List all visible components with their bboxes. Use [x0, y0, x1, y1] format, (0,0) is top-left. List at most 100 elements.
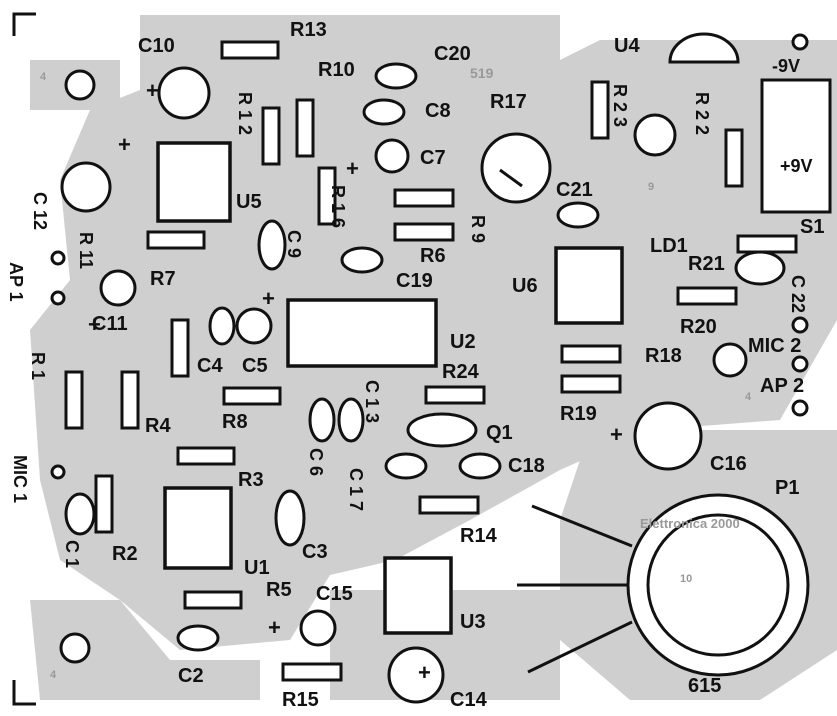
capacitor-c21	[556, 201, 600, 229]
label-u4: U4	[614, 35, 640, 57]
capacitor-c13	[337, 397, 365, 443]
capacitor-c5	[235, 307, 273, 345]
label-p1: P1	[775, 477, 799, 499]
polarity-c15: +	[268, 615, 281, 640]
capacitor-c2	[176, 624, 220, 652]
capacitor-c10	[157, 66, 211, 120]
corner-mark-top-left	[12, 12, 36, 36]
label-board-code: 615	[688, 675, 721, 697]
capacitor-c9	[257, 219, 287, 271]
label-r9: R 9	[468, 215, 488, 243]
label-c13: C 1 3	[362, 380, 382, 423]
board-marker-num-3: 10	[680, 573, 692, 585]
capacitor-c7	[374, 138, 410, 174]
resistor-r20	[676, 286, 738, 306]
label-r1: R 1	[28, 352, 48, 380]
resistor-r18	[560, 344, 622, 364]
label-mic2: MIC 2	[748, 335, 801, 357]
polarity-c5: +	[262, 286, 275, 311]
pad-mic2-a	[791, 316, 809, 334]
label-r2: R2	[112, 543, 138, 565]
led-ld1	[633, 113, 677, 157]
label-r22: R 2 2	[692, 92, 712, 135]
resistor-r9	[393, 188, 455, 208]
mounting-hole-bottom-left	[59, 632, 91, 664]
label-r17: R17	[490, 91, 527, 113]
label-r4: R4	[145, 415, 171, 437]
label-r5: R5	[266, 579, 292, 601]
resistor-r8	[222, 386, 282, 406]
label-r3: R3	[238, 469, 264, 491]
resistor-r1	[64, 370, 84, 430]
pad-mic1-a	[50, 464, 66, 480]
label-c17: C 1 7	[346, 468, 366, 511]
ic-u5	[156, 141, 232, 223]
label-r21: R21	[688, 253, 725, 275]
ic-u2	[286, 298, 438, 368]
board-marker-top: 519	[470, 65, 494, 81]
capacitor-c18	[458, 452, 502, 480]
label-r19: R19	[560, 403, 597, 425]
resistor-r16	[317, 166, 337, 226]
power-terminal-block	[760, 78, 832, 214]
capacitor-c20	[374, 62, 418, 90]
label-c4: C4	[197, 355, 223, 377]
ic-u1	[163, 486, 233, 570]
ic-u3	[383, 556, 453, 635]
polarity-c10: +	[146, 78, 159, 103]
capacitor-c17	[384, 452, 428, 480]
resistor-bodies	[64, 40, 744, 682]
polarity-r16: +	[346, 156, 359, 181]
label-u1: U1	[244, 557, 270, 579]
board-marker-text: Elettronica 2000	[640, 516, 740, 531]
resistor-r23	[590, 80, 610, 140]
label-c12: C 12	[30, 192, 50, 230]
capacitor-c11	[99, 269, 137, 307]
polarity-c16: +	[610, 422, 623, 447]
label-q1: Q1	[486, 422, 513, 444]
label-c9: C 9	[284, 230, 304, 258]
trimmer-r17	[480, 132, 552, 204]
resistor-r14	[418, 495, 480, 515]
label-r8: R8	[222, 411, 248, 433]
resistor-r7	[170, 318, 190, 378]
label-plus9v: +9V	[780, 156, 813, 176]
pad-ap1-a	[50, 250, 66, 266]
label-mic1: MIC 1	[10, 455, 30, 503]
label-c18: C18	[508, 455, 545, 477]
capacitor-c19	[340, 246, 384, 274]
label-s1: S1	[800, 216, 824, 238]
corner-mark-bottom-left	[12, 680, 36, 706]
label-r15: R15	[282, 689, 319, 711]
resistor-r2	[94, 474, 114, 534]
label-r18: R18	[645, 345, 682, 367]
pad-mic2-b	[791, 355, 809, 373]
board-marker-num-5: 4	[50, 669, 57, 681]
label-c6: C 6	[306, 448, 326, 476]
label-r16: R 1 6	[328, 185, 348, 228]
resistor-r22	[724, 128, 744, 188]
capacitor-mic-pad	[712, 342, 748, 378]
label-ld1: LD1	[650, 235, 688, 257]
resistor-r24	[424, 385, 486, 405]
label-c1: C 1	[62, 540, 82, 568]
label-ap1: AP 1	[6, 262, 26, 302]
label-c10: C10	[138, 35, 175, 57]
label-r23: R 2 3	[610, 84, 630, 127]
label-r10: R10	[318, 59, 355, 81]
pad-ap2	[791, 399, 809, 417]
capacitor-c22	[734, 250, 786, 286]
polarity-c11: +	[88, 312, 101, 337]
potentiometer-leads	[517, 504, 633, 674]
resistor-r12	[261, 106, 281, 166]
label-c5: C5	[242, 355, 268, 377]
capacitor-c1	[64, 492, 96, 536]
label-u3: U3	[460, 611, 486, 633]
label-c14: C14	[450, 689, 488, 711]
ic-u6	[554, 246, 624, 325]
capacitor-bodies	[60, 62, 786, 704]
switch-s1	[736, 234, 798, 254]
label-r14: R14	[460, 525, 498, 547]
mounting-hole-top-left	[64, 69, 96, 101]
